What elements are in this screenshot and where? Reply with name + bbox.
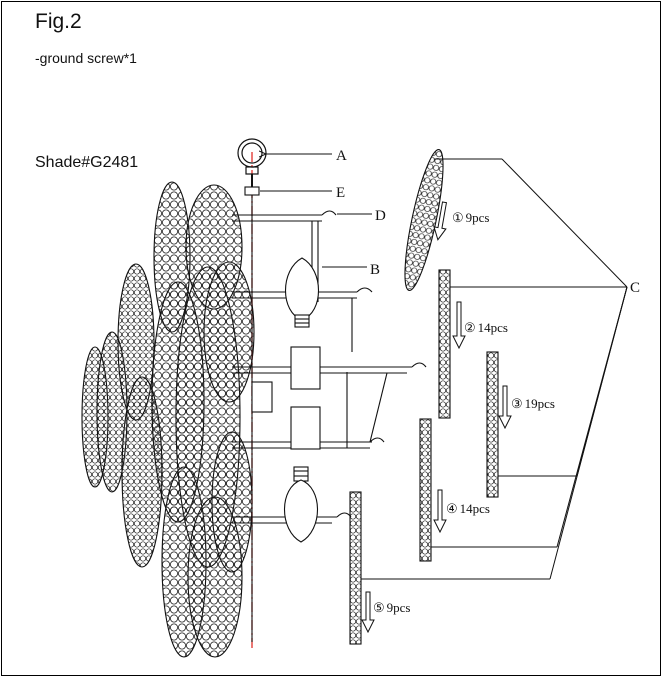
chandelier-frame — [232, 195, 427, 642]
down-arrow-icon — [433, 489, 447, 534]
leader-lines — [260, 154, 628, 580]
shade-strip-5 — [349, 491, 362, 645]
collar-part-e — [244, 186, 260, 196]
light-bulb — [284, 257, 320, 328]
hardware-note: -ground screw*1 — [35, 50, 137, 66]
shade-disc — [211, 431, 253, 573]
callout-b: B — [370, 262, 380, 278]
shade-disc — [203, 261, 255, 403]
shade-model-label: Shade#G2481 — [35, 154, 139, 171]
figure-title: Fig.2 — [35, 10, 82, 33]
callout-a: A — [336, 148, 347, 164]
callout-d: D — [375, 208, 386, 224]
down-arrow-icon — [498, 385, 512, 430]
callout-e: E — [336, 185, 345, 201]
down-arrows — [361, 201, 512, 634]
assembled-shade-stack — [81, 181, 255, 658]
down-arrow-icon — [433, 201, 448, 241]
shade-strip-3 — [486, 351, 499, 498]
shade-strip-1 — [404, 148, 444, 292]
down-arrow-icon — [361, 591, 375, 634]
light-bulb-lower — [283, 466, 319, 543]
callout-c: C — [630, 280, 640, 296]
shade-strip-2 — [438, 269, 451, 419]
shade-strip-4 — [419, 418, 432, 562]
down-arrow-icon — [452, 301, 466, 350]
